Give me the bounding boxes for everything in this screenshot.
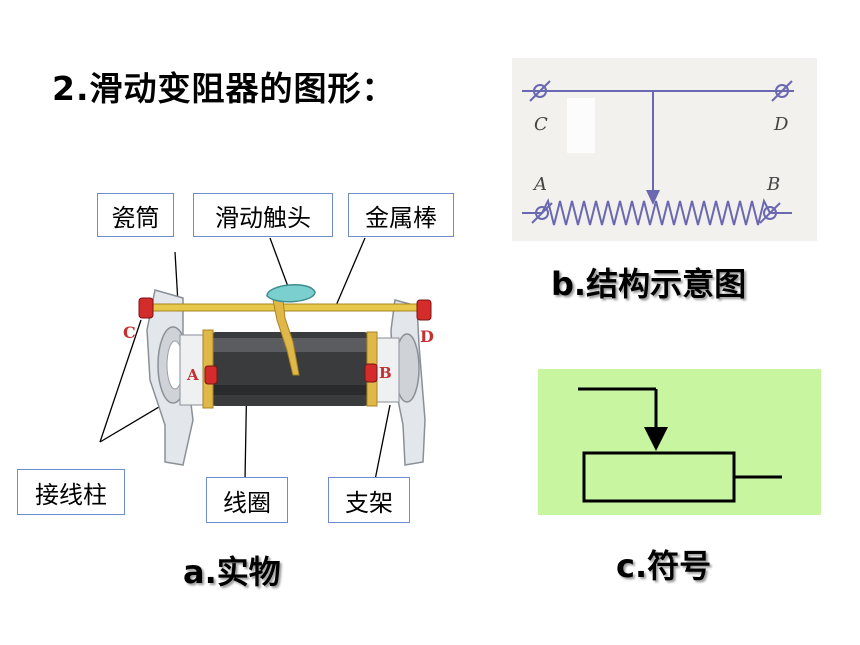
schematic-terminal-b: B — [766, 174, 780, 195]
photo-terminal-a: A — [186, 366, 199, 384]
label-stand: 支架 — [328, 477, 410, 523]
rheostat-illustration: C D A B — [99, 237, 434, 481]
label-porcelain-tube: 瓷筒 — [97, 193, 174, 237]
label-slider: 滑动触头 — [193, 193, 333, 237]
leader-lines — [99, 237, 391, 481]
photo-terminal-c: C — [123, 323, 136, 342]
page-title: 2.滑动变阻器的图形： — [52, 69, 396, 108]
caption-symbol: c.符号 — [616, 547, 712, 585]
symbol-background — [538, 369, 821, 515]
label-coil: 线圈 — [206, 477, 288, 523]
photo-terminal-d: D — [420, 327, 434, 346]
caption-photo: a.实物 — [183, 553, 281, 591]
structure-schematic: C D A B — [512, 58, 817, 241]
slider-contact — [266, 284, 316, 376]
label-terminal: 接线柱 — [17, 469, 125, 515]
schematic-terminal-a: A — [532, 174, 547, 195]
schematic-terminal-c: C — [534, 114, 548, 135]
photo-terminal-b: B — [379, 364, 392, 382]
rheostat-symbol — [538, 369, 821, 515]
caption-schematic: b.结构示意图 — [551, 265, 747, 303]
schematic-terminal-d: D — [773, 114, 789, 135]
label-metal-rod: 金属棒 — [348, 193, 454, 237]
